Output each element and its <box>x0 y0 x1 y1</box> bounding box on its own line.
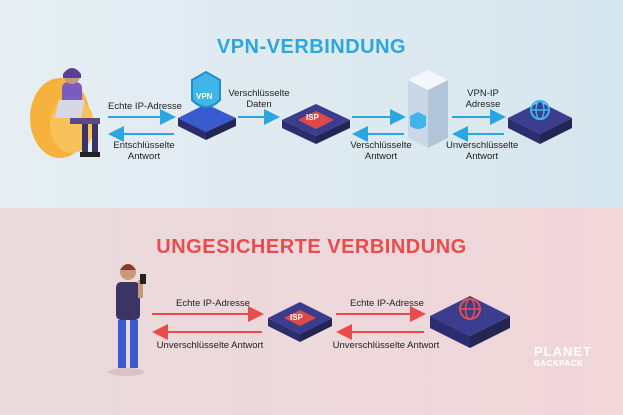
vpn-badge-label: VPN <box>196 92 213 101</box>
label-unencrypted-left: Unverschlüsselte Antwort <box>156 340 264 351</box>
label-real-ip: Echte IP-Adresse <box>108 101 182 112</box>
vpn-panel <box>0 0 623 208</box>
label-decrypted-response: Entschlüsselte Antwort <box>112 140 176 162</box>
brand-line2: BACKPACK <box>534 359 584 368</box>
label-unencrypted-response: Unverschlüsselte Antwort <box>446 140 518 162</box>
brand-logo: PLANET BACKPACK <box>534 344 592 370</box>
user-phone-icon <box>108 264 146 376</box>
isp-badge-label-unsecured: ISP <box>290 313 303 322</box>
label-encrypted-data-line2: Daten <box>246 99 272 110</box>
vpn-server-icon <box>408 70 448 148</box>
label-encrypted-response: Verschlüsselte Antwort <box>350 140 412 162</box>
label-unencrypted-right: Unverschlüsselte Antwort <box>332 340 440 351</box>
label-vpn-ip: VPN-IP Adresse <box>458 88 508 110</box>
label-unencrypted-response-line2: Antwort <box>465 151 499 162</box>
unsecured-title: UNGESICHERTE VERBINDUNG <box>156 236 467 258</box>
vpn-title: VPN-VERBINDUNG <box>216 36 407 58</box>
isp-router-icon-unsecured <box>268 302 332 342</box>
brand-line1: PLANET <box>534 344 592 359</box>
isp-router-icon <box>282 104 350 144</box>
label-real-ip-right: Echte IP-Adresse <box>350 298 424 309</box>
label-decrypted-response-line1: Entschlüsselte <box>113 140 175 151</box>
label-real-ip-left: Echte IP-Adresse <box>176 298 250 309</box>
label-encrypted-response-line2: Antwort <box>364 151 398 162</box>
vpn-router-icon <box>178 70 236 140</box>
label-encrypted-data: Verschlüsselte Daten <box>228 88 290 110</box>
label-decrypted-response-line2: Antwort <box>127 151 161 162</box>
isp-badge-label: ISP <box>306 113 319 122</box>
label-encrypted-response-line1: Verschlüsselte <box>350 140 412 151</box>
internet-globe-icon <box>508 100 572 144</box>
label-encrypted-data-line1: Verschlüsselte <box>228 88 290 99</box>
label-vpn-ip-line2: Adresse <box>465 99 501 110</box>
user-laptop-icon <box>30 68 100 158</box>
internet-globe-icon-unsecured <box>430 296 510 348</box>
label-unencrypted-response-line1: Unverschlüsselte <box>446 140 519 151</box>
label-vpn-ip-line1: VPN-IP <box>467 88 499 99</box>
